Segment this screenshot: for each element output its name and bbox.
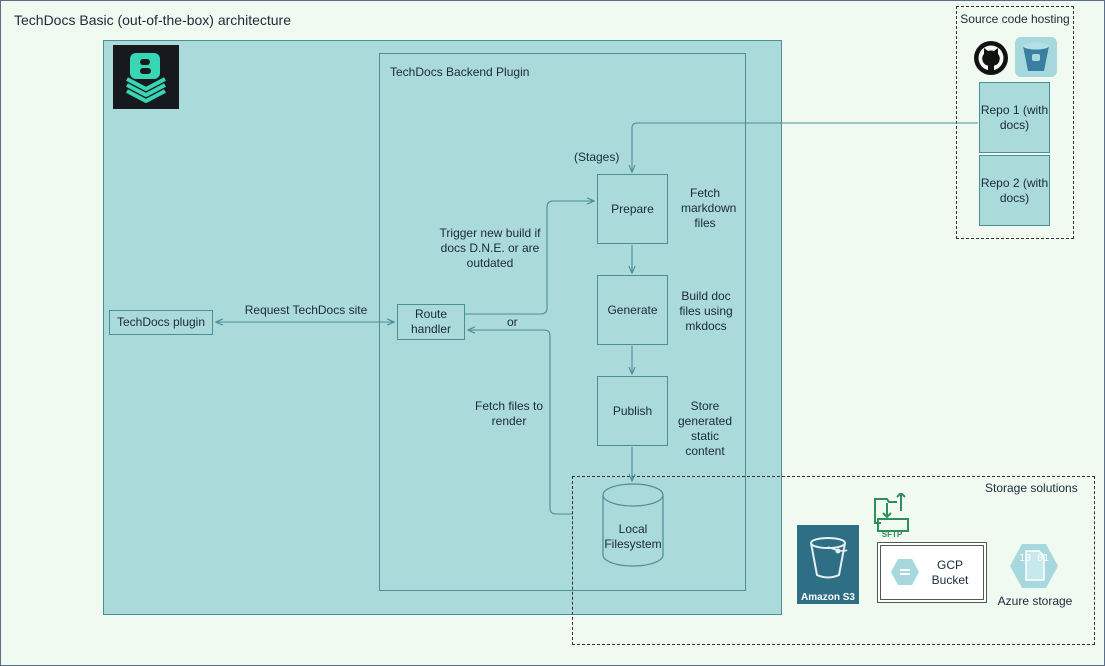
azure-storage-icon	[1010, 544, 1058, 588]
stage-publish-label: Publish	[612, 403, 653, 418]
or-label: or	[507, 315, 518, 329]
source-hosting-title: Source code hosting	[960, 12, 1070, 26]
stages-label: (Stages)	[574, 150, 620, 164]
request-label: Request TechDocs site	[244, 303, 368, 317]
sftp-icon	[874, 493, 909, 532]
local-filesystem-cylinder	[602, 483, 664, 567]
amazon-s3-label: Amazon S3	[801, 592, 855, 603]
repo-1-label: Repo 1 (with docs)	[980, 102, 1049, 132]
stage-prepare-desc: Fetch markdown files	[681, 186, 737, 230]
github-icon	[974, 41, 1008, 75]
gcp-bucket-label: GCP Bucket	[931, 558, 969, 587]
sftp-label: SFTP	[881, 530, 903, 539]
techdocs-plugin-label: TechDocs plugin	[116, 315, 206, 329]
stage-publish-desc: Store generated static content	[677, 399, 733, 458]
route-handler-label: Route handler	[410, 307, 452, 336]
amazon-s3-node: Amazon S3	[797, 525, 859, 604]
backend-plugin-label: TechDocs Backend Plugin	[390, 65, 530, 79]
local-filesystem-label: Local Filesystem	[604, 522, 662, 551]
trigger-label: Trigger new build if docs D.N.E. or are …	[439, 226, 541, 270]
stage-publish: Publish	[597, 376, 668, 446]
stage-generate-label: Generate	[607, 302, 658, 317]
fetch-render-label: Fetch files to render	[474, 399, 544, 428]
stage-prepare-label: Prepare	[611, 201, 654, 216]
diagram-title: TechDocs Basic (out-of-the-box) architec…	[14, 12, 291, 28]
repo-2-label: Repo 2 (with docs)	[980, 175, 1049, 205]
storage-solutions-group	[572, 476, 1095, 645]
bitbucket-icon	[1015, 37, 1057, 77]
repo-2-node: Repo 2 (with docs)	[979, 155, 1050, 226]
stage-prepare: Prepare	[597, 174, 668, 244]
backstage-logo	[113, 45, 179, 109]
gcp-bucket-node: GCP Bucket	[877, 542, 987, 603]
gcp-bucket-icon	[891, 559, 919, 585]
storage-solutions-title: Storage solutions	[985, 481, 1078, 495]
stage-generate-desc: Build doc files using mkdocs	[679, 289, 733, 333]
azure-storage-label: Azure storage	[997, 594, 1073, 608]
route-handler-node: Route handler	[397, 304, 465, 340]
techdocs-plugin-node: TechDocs plugin	[109, 310, 213, 335]
stage-generate: Generate	[597, 275, 668, 345]
azure-glyph: 10 01	[1018, 553, 1050, 564]
repo-1-node: Repo 1 (with docs)	[979, 82, 1050, 153]
s3-bucket-icon	[810, 537, 848, 579]
